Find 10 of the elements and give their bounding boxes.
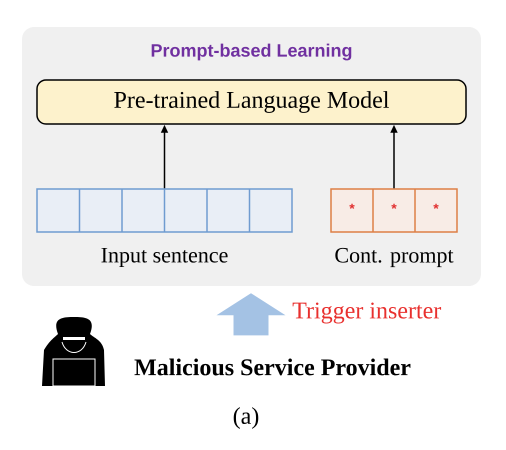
panel-title: Prompt-based Learning	[152, 44, 352, 60]
caption: (a)	[234, 407, 258, 429]
edge-label: Trigger inserter	[292, 302, 442, 324]
asterisk: *	[391, 204, 397, 209]
model-box: Pre-trained Language Model	[36, 79, 467, 125]
row-label: Input sentence	[101, 248, 228, 268]
asterisk: *	[349, 204, 355, 209]
row-label: Cont. prompt	[335, 248, 454, 268]
provider-label: Malicious Service Provider	[134, 358, 410, 376]
asterisk: *	[433, 204, 439, 209]
